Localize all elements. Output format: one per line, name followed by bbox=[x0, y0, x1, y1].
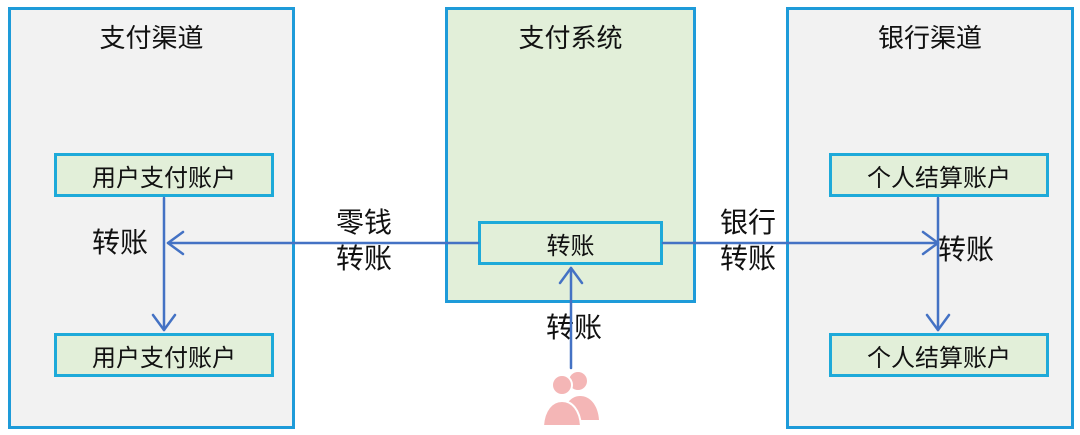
right-transfer-label: 转账 bbox=[937, 233, 994, 266]
payment-system-title: 支付系统 bbox=[518, 24, 623, 54]
change-transfer-line-1: 零钱 bbox=[335, 206, 392, 239]
personal-settlement-account-top: 个人结算账户 bbox=[829, 153, 1049, 197]
change-transfer-line-2: 转账 bbox=[335, 242, 392, 275]
user-payment-account-top: 用户支付账户 bbox=[54, 153, 274, 197]
payment-channel-title: 支付渠道 bbox=[99, 24, 204, 54]
bank-transfer-line-2: 转账 bbox=[719, 242, 776, 275]
left-vertical-arrowhead bbox=[151, 313, 177, 332]
bank-transfer-line-1: 银行 bbox=[719, 206, 776, 239]
user-up-arrowhead bbox=[558, 266, 584, 285]
change-transfer-label: 零钱 转账 bbox=[328, 205, 400, 277]
right-vertical-arrowhead bbox=[925, 313, 951, 332]
bank-transfer-label: 银行 转账 bbox=[712, 205, 784, 277]
to-left-arrowhead bbox=[166, 230, 185, 256]
personal-settlement-account-bottom: 个人结算账户 bbox=[829, 333, 1049, 377]
left-transfer-label: 转账 bbox=[91, 226, 148, 259]
user-payment-account-bottom: 用户支付账户 bbox=[54, 333, 274, 377]
user-transfer-label: 转账 bbox=[538, 310, 610, 346]
transfer-box: 转账 bbox=[478, 221, 663, 265]
bank-channel-title: 银行渠道 bbox=[877, 24, 982, 54]
users-icon bbox=[541, 372, 599, 427]
